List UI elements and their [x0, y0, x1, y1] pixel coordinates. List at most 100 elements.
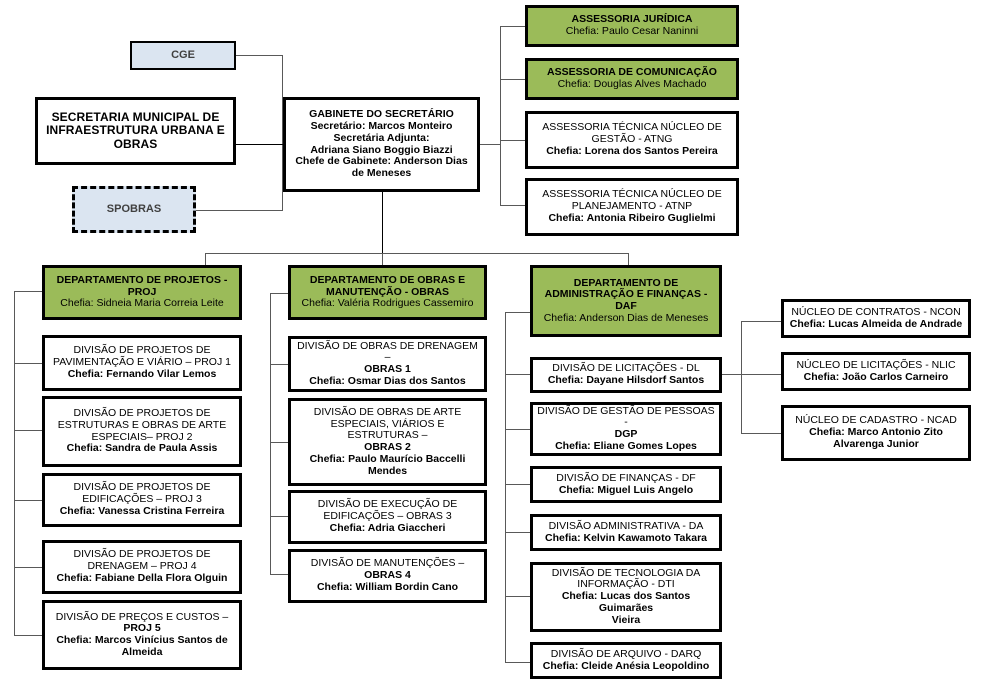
connector-gabinete-down: [382, 192, 383, 253]
proj3-title-line2: EDIFICAÇÕES – PROJ 3: [82, 493, 202, 506]
obras4-title-line1: DIVISÃO DE MANUTENÇÕES –: [310, 557, 465, 570]
box-assessoria-juridica[interactable]: ASSESSORIA JURÍDICA Chefia: Paulo Cesar …: [525, 5, 739, 47]
proj5-chefia: Chefia: Marcos Vinícius Santos de: [56, 634, 228, 646]
box-divisao-proj-4[interactable]: DIVISÃO DE PROJETOS DE DRENAGEM – PROJ 4…: [42, 540, 242, 594]
connector-proj-stub-5: [14, 635, 42, 636]
cge-label: CGE: [171, 49, 195, 62]
connector-daf-stub-1: [505, 374, 530, 375]
da-title: DIVISÃO ADMINISTRATIVA - DA: [548, 519, 704, 532]
proj5-title-line1: DIVISÃO DE PREÇOS E CUSTOS –: [55, 610, 229, 623]
daf-title-line3: DAF: [615, 300, 637, 312]
connector-drop-daf: [628, 253, 629, 265]
assessoria-atng-title-line2: GESTÃO - ATNG: [591, 133, 673, 146]
ncon-chefia: Chefia: Lucas Almeida de Andrade: [789, 317, 963, 330]
dti-title-line2: INFORMAÇÃO - DTI: [577, 578, 675, 591]
connector-assessoria-4: [500, 205, 525, 206]
assessoria-atnp-title-line1: ASSESSORIA TÉCNICA NÚCLEO DE: [542, 188, 722, 201]
box-divisao-obras-4[interactable]: DIVISÃO DE MANUTENÇÕES – OBRAS 4 Chefia:…: [288, 549, 487, 603]
box-departamento-daf[interactable]: DEPARTAMENTO DE ADMINISTRAÇÃO E FINANÇAS…: [530, 265, 722, 337]
assessoria-atng-title-line1: ASSESSORIA TÉCNICA NÚCLEO DE: [542, 121, 722, 134]
secretaria-label: SECRETARIA MUNICIPAL DE INFRAESTRUTURA U…: [46, 109, 225, 151]
connector-daf-stub-5: [505, 596, 530, 597]
spobras-label: SPOBRAS: [106, 203, 162, 216]
obras-chefia: Chefia: Valéria Rodrigues Cassemiro: [301, 297, 474, 310]
box-divisao-obras-2[interactable]: DIVISÃO DE OBRAS DE ARTE ESPECIAIS, VIÁR…: [288, 398, 487, 486]
connector-cge: [235, 55, 283, 56]
df-title: DIVISÃO DE FINANÇAS - DF: [556, 471, 696, 484]
proj1-title-line1: DIVISÃO DE PROJETOS DE: [73, 344, 211, 357]
connector-proj-stub-2: [14, 430, 42, 431]
dgp-title-line1: DIVISÃO DE GESTÃO DE PESSOAS -: [537, 404, 715, 429]
assessoria-comunicacao-chefia: Chefia: Douglas Alves Machado: [557, 78, 707, 90]
proj4-title-line2: DRENAGEM – PROJ 4: [87, 560, 197, 573]
box-secretaria[interactable]: SECRETARIA MUNICIPAL DE INFRAESTRUTURA U…: [35, 97, 236, 165]
gabinete-title: GABINETE DO SECRETÁRIO: [309, 108, 454, 121]
gabinete-chefe-line2: de Meneses: [351, 167, 412, 179]
box-departamento-obras[interactable]: DEPARTAMENTO DE OBRAS E MANUTENÇÃO - OBR…: [288, 265, 487, 320]
proj2-title-line3: ESPECIAIS– PROJ 2: [91, 430, 193, 443]
gabinete-chefe-line1: Chefe de Gabinete: Anderson Dias: [295, 155, 468, 168]
darq-title: DIVISÃO DE ARQUIVO - DARQ: [550, 647, 702, 660]
obras3-title-line2: EDIFICAÇÕES – OBRAS 3: [323, 510, 452, 523]
connector-obras-stub-2: [270, 442, 288, 443]
assessoria-atnp-chefia: Chefia: Antonia Ribeiro Guglielmi: [548, 211, 716, 224]
connector-daf-trunk: [505, 312, 506, 662]
assessoria-atng-chefia: Chefia: Lorena dos Santos Pereira: [546, 144, 718, 157]
box-nucleo-ncon[interactable]: NÚCLEO DE CONTRATOS - NCON Chefia: Lucas…: [781, 299, 971, 338]
box-nucleo-nlic[interactable]: NÚCLEO DE LICITAÇÕES - NLIC Chefia: João…: [781, 352, 971, 391]
connector-drop-proj: [205, 253, 206, 265]
connector-secretaria-gabinete: [235, 144, 283, 145]
daf-chefia: Chefia: Anderson Dias de Meneses: [543, 311, 709, 324]
box-assessoria-atnp[interactable]: ASSESSORIA TÉCNICA NÚCLEO DE PLANEJAMENT…: [525, 178, 739, 236]
box-divisao-proj-2[interactable]: DIVISÃO DE PROJETOS DE ESTRUTURAS E OBRA…: [42, 396, 242, 467]
box-nucleo-ncad[interactable]: NÚCLEO DE CADASTRO - NCAD Chefia: Marco …: [781, 405, 971, 461]
proj2-title-line2: ESTRUTURAS E OBRAS DE ARTE: [57, 418, 227, 431]
box-divisao-df[interactable]: DIVISÃO DE FINANÇAS - DF Chefia: Miguel …: [530, 466, 722, 503]
connector-obras-trunk: [270, 293, 271, 574]
ncad-title: NÚCLEO DE CADASTRO - NCAD: [795, 414, 957, 427]
proj3-chefia: Chefia: Vanessa Cristina Ferreira: [59, 504, 225, 517]
connector-proj-stub-4: [14, 567, 42, 568]
connector-gabinete-right: [480, 144, 501, 145]
assessoria-juridica-chefia: Chefia: Paulo Cesar Naninni: [565, 25, 699, 37]
connector-daf-stub-6: [505, 662, 530, 663]
box-divisao-dl[interactable]: DIVISÃO DE LICITAÇÕES - DL Chefia: Dayan…: [530, 357, 722, 393]
box-divisao-da[interactable]: DIVISÃO ADMINISTRATIVA - DA Chefia: Kelv…: [530, 514, 722, 551]
box-divisao-obras-3[interactable]: DIVISÃO DE EXECUÇÃO DE EDIFICAÇÕES – OBR…: [288, 490, 487, 544]
connector-left-trunk: [282, 55, 283, 210]
box-spobras[interactable]: SPOBRAS: [72, 186, 196, 233]
box-divisao-proj-5[interactable]: DIVISÃO DE PREÇOS E CUSTOS – PROJ 5 Chef…: [42, 600, 242, 670]
connector-dl-right: [722, 374, 742, 375]
assessoria-juridica-title: ASSESSORIA JURÍDICA: [571, 13, 693, 26]
connector-proj-stub-0: [14, 291, 42, 292]
box-divisao-proj-1[interactable]: DIVISÃO DE PROJETOS DE PAVIMENTAÇÃO E VI…: [42, 335, 242, 391]
gabinete-secretario: Secretário: Marcos Monteiro: [310, 120, 453, 132]
da-chefia: Chefia: Kelvin Kawamoto Takara: [544, 531, 708, 544]
obras2-title-line2: ESPECIAIS, VIÁRIOS E ESTRUTURAS –: [330, 417, 445, 442]
dl-title: DIVISÃO DE LICITAÇÕES - DL: [552, 362, 700, 375]
connector-daf-stub-4: [505, 532, 530, 533]
box-assessoria-comunicacao[interactable]: ASSESSORIA DE COMUNICAÇÃO Chefia: Dougla…: [525, 58, 739, 100]
box-divisao-obras-1[interactable]: DIVISÃO DE OBRAS DE DRENAGEM – OBRAS 1 C…: [288, 336, 487, 392]
proj-title-line2: PROJ: [127, 285, 157, 298]
dgp-chefia: Chefia: Eliane Gomes Lopes: [555, 439, 697, 452]
box-divisao-darq[interactable]: DIVISÃO DE ARQUIVO - DARQ Chefia: Cleide…: [530, 642, 722, 679]
box-gabinete[interactable]: GABINETE DO SECRETÁRIO Secretário: Marco…: [283, 97, 480, 192]
box-assessoria-atng[interactable]: ASSESSORIA TÉCNICA NÚCLEO DE GESTÃO - AT…: [525, 111, 739, 169]
connector-daf-stub-0: [505, 312, 530, 313]
dgp-title-line2: DGP: [614, 428, 638, 440]
connector-nucleos-trunk: [741, 321, 742, 433]
connector-department-bus: [205, 253, 629, 254]
box-divisao-proj-3[interactable]: DIVISÃO DE PROJETOS DE EDIFICAÇÕES – PRO…: [42, 473, 242, 527]
daf-title-line2: ADMINISTRAÇÃO E FINANÇAS -: [544, 288, 708, 301]
box-divisao-dgp[interactable]: DIVISÃO DE GESTÃO DE PESSOAS - DGP Chefi…: [530, 402, 722, 456]
box-departamento-proj[interactable]: DEPARTAMENTO DE PROJETOS - PROJ Chefia: …: [42, 265, 242, 320]
box-cge[interactable]: CGE: [130, 41, 236, 70]
proj3-title-line1: DIVISÃO DE PROJETOS DE: [73, 481, 211, 494]
connector-assessoria-1: [500, 26, 525, 27]
assessoria-atnp-title-line2: PLANEJAMENTO - ATNP: [571, 200, 693, 213]
ncad-chefia-line2: Alvarenga Junior: [833, 437, 919, 450]
box-divisao-dti[interactable]: DIVISÃO DE TECNOLOGIA DA INFORMAÇÃO - DT…: [530, 562, 722, 632]
darq-chefia: Chefia: Cleide Anésia Leopoldino: [542, 659, 710, 672]
